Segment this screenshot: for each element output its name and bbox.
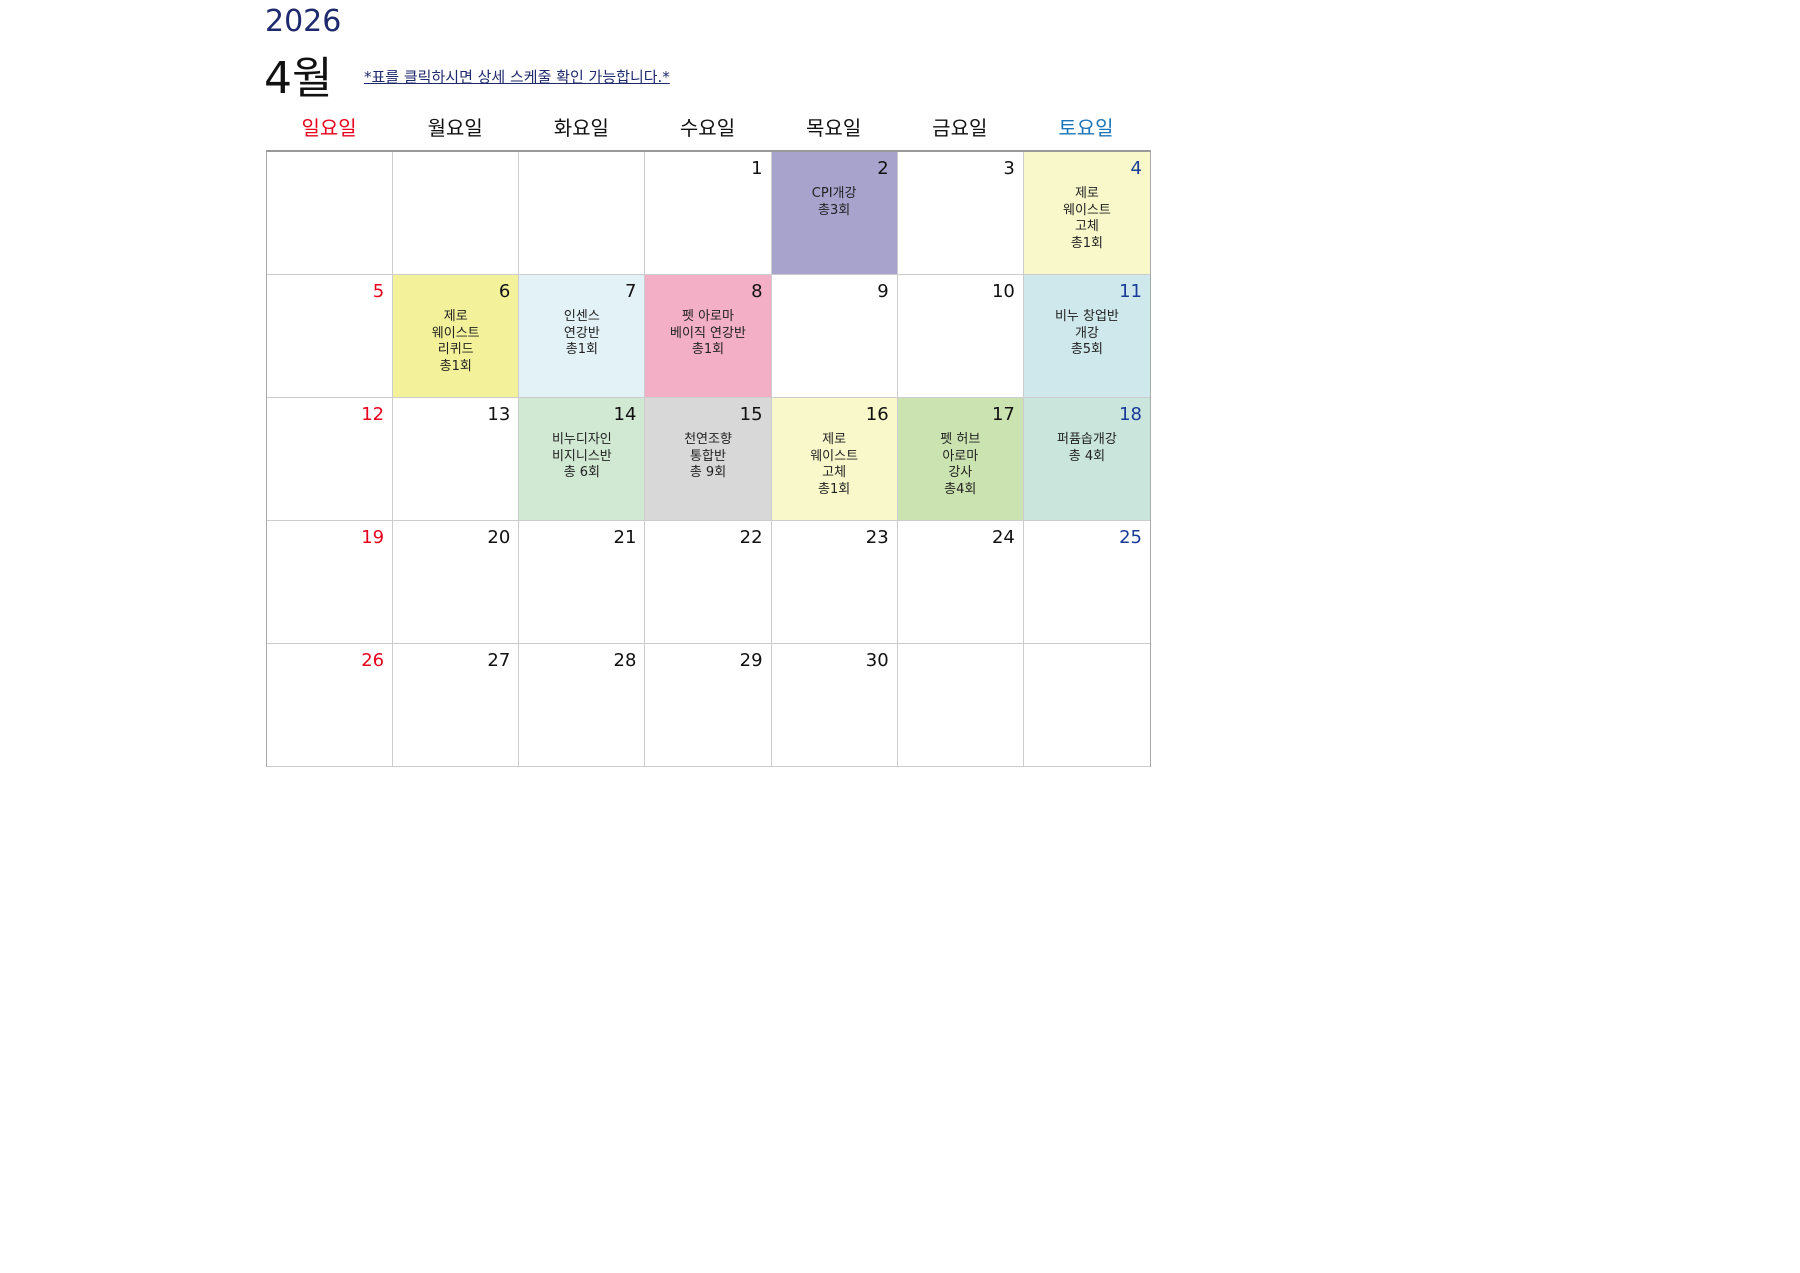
calendar-day-cell[interactable]: 25 — [1023, 521, 1150, 644]
calendar-day-cell[interactable]: 3 — [897, 152, 1024, 275]
calendar-day-cell[interactable]: 9 — [771, 275, 898, 398]
event-text: 퍼퓸솝개강 총 4회 — [1057, 432, 1117, 464]
calendar-day-cell[interactable] — [1023, 644, 1150, 767]
day-number: 23 — [865, 527, 889, 548]
event-text: 펫 아로마 베이직 연강반 총1회 — [670, 309, 746, 357]
calendar-day-cell[interactable]: 26 — [267, 644, 394, 767]
calendar-day-cell[interactable]: 1 — [645, 152, 772, 275]
calendar-day-cell[interactable]: 13 — [393, 398, 520, 521]
event-text: 비누디자인 비지니스반 총 6회 — [551, 432, 612, 480]
calendar-day-cell[interactable]: 24 — [897, 521, 1024, 644]
day-number: 7 — [624, 281, 637, 302]
day-number: 26 — [361, 650, 385, 671]
calendar-day-cell[interactable]: 12 — [267, 398, 394, 521]
day-number: 24 — [991, 527, 1015, 548]
event-text: 펫 허브 아로마 강사 총4회 — [940, 432, 981, 497]
day-number: 16 — [865, 404, 889, 425]
calendar-day-cell[interactable]: 22 — [645, 521, 772, 644]
day-number: 11 — [1119, 281, 1142, 302]
weekday-header: 일요일 월요일 화요일 수요일 목요일 금요일 토요일 — [266, 112, 1149, 141]
day-number: 3 — [1003, 158, 1015, 179]
day-number: 4 — [1130, 158, 1142, 179]
day-number: 14 — [613, 404, 637, 425]
calendar-day-cell[interactable]: 23 — [771, 521, 898, 644]
event-text: 제로 웨이스트 고체 총1회 — [1063, 186, 1111, 251]
month-label: 4월 — [264, 53, 333, 104]
day-number: 12 — [361, 404, 385, 425]
day-number: 5 — [372, 281, 385, 302]
calendar-day-cell[interactable]: 29 — [645, 644, 772, 767]
calendar-day-cell[interactable]: 21 — [519, 521, 646, 644]
weekday-label: 목요일 — [806, 116, 862, 140]
day-number: 8 — [751, 281, 763, 302]
event-text: 제로 웨이스트 고체 총1회 — [810, 432, 859, 497]
day-number: 27 — [487, 650, 511, 671]
event-text: 비누 창업반 개강 총5회 — [1054, 309, 1119, 357]
calendar-day-cell[interactable]: 19 — [267, 521, 394, 644]
event-text: 인센스 연강반 총1회 — [563, 309, 600, 357]
day-number: 30 — [865, 650, 889, 671]
day-number: 1 — [751, 158, 763, 179]
calendar-day-cell[interactable]: 5 — [267, 275, 394, 398]
year-label: 2026 — [265, 4, 342, 39]
calendar-day-cell[interactable]: 16 제로 웨이스트 고체 총1회 — [771, 398, 898, 521]
day-number: 19 — [361, 527, 385, 548]
day-number: 17 — [991, 404, 1015, 425]
calendar-day-cell[interactable]: 15 천연조향 통합반 총 9회 — [645, 398, 772, 521]
calendar-day-cell[interactable]: 6 제로 웨이스트 리퀴드 총1회 — [393, 275, 520, 398]
calendar-day-cell[interactable]: 4 제로 웨이스트 고체 총1회 — [1023, 152, 1150, 275]
event-text: CPI개강 총3회 — [811, 186, 857, 218]
day-number: 29 — [739, 650, 763, 671]
weekday-label: 금요일 — [932, 116, 988, 140]
calendar-day-cell[interactable]: 20 — [393, 521, 520, 644]
calendar-day-cell[interactable]: 7 인센스 연강반 총1회 — [519, 275, 646, 398]
weekday-label: 토요일 — [1058, 116, 1114, 140]
event-text: 제로 웨이스트 리퀴드 총1회 — [431, 309, 480, 374]
calendar-day-cell[interactable]: 10 — [897, 275, 1024, 398]
day-number: 15 — [739, 404, 763, 425]
day-number: 13 — [487, 404, 511, 425]
calendar-day-cell[interactable]: 30 — [771, 644, 898, 767]
calendar-day-cell[interactable]: 27 — [393, 644, 520, 767]
day-number: 2 — [877, 158, 889, 179]
day-number: 6 — [498, 281, 511, 302]
schedule-detail-link[interactable]: *표를 클릭하시면 상세 스케줄 확인 가능합니다.* — [364, 68, 670, 86]
day-number: 9 — [877, 281, 889, 302]
calendar-day-cell[interactable] — [897, 644, 1024, 767]
weekday-label: 화요일 — [553, 116, 609, 140]
weekday-label: 일요일 — [301, 116, 357, 140]
calendar-day-cell[interactable]: 28 — [519, 644, 646, 767]
day-number: 20 — [487, 527, 511, 548]
day-number: 25 — [1119, 527, 1142, 548]
day-number: 21 — [613, 527, 637, 548]
day-number: 10 — [991, 281, 1015, 302]
weekday-label: 월요일 — [427, 116, 483, 140]
calendar-day-cell[interactable] — [267, 152, 394, 275]
day-number: 22 — [739, 527, 763, 548]
calendar-day-cell[interactable]: 17 펫 허브 아로마 강사 총4회 — [897, 398, 1024, 521]
calendar-day-cell[interactable] — [519, 152, 646, 275]
day-number: 18 — [1119, 404, 1142, 425]
weekday-label: 수요일 — [679, 116, 736, 140]
event-text: 천연조향 통합반 총 9회 — [684, 432, 732, 480]
day-number: 28 — [613, 650, 637, 671]
calendar-day-cell[interactable] — [393, 152, 520, 275]
